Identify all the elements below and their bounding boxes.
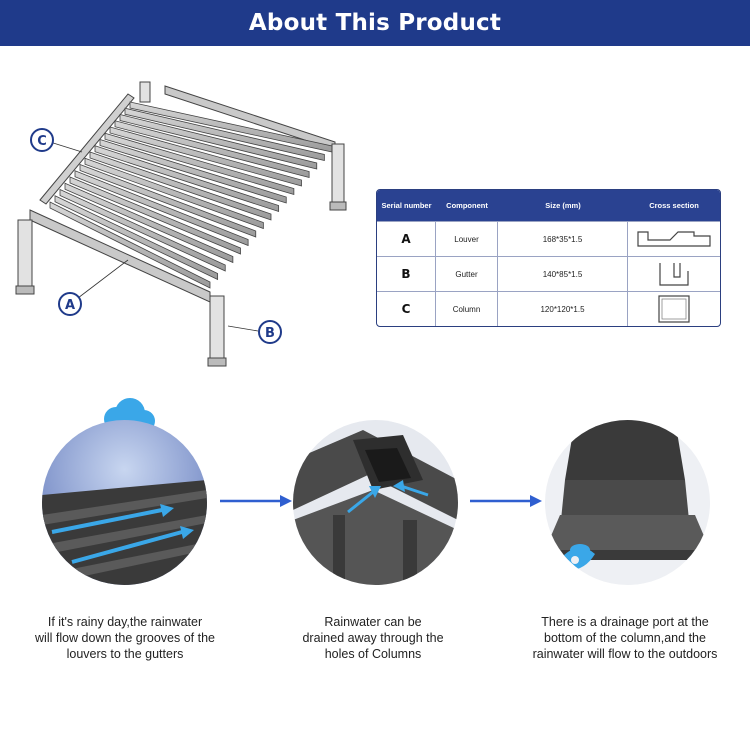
size-column: 120*120*1.5: [498, 292, 628, 326]
louver-profile-icon: [637, 231, 711, 247]
callout-b: [258, 320, 282, 344]
step-2-caption-line: Rainwater can be: [324, 615, 422, 629]
louver-slat: [79, 163, 257, 238]
louver-slat: [74, 170, 249, 247]
page-title: About This Product: [248, 10, 502, 36]
column-front-right: [209, 295, 225, 361]
cross-section-gutter: [628, 257, 720, 291]
table-row: B Gutter 140*85*1.5: [377, 256, 720, 291]
callout-c-label: C: [37, 134, 47, 149]
spec-table: Serial number Component Size (mm) Cross …: [376, 189, 721, 327]
pergola-diagram-svg: C A B: [15, 81, 347, 367]
spec-table-header: Serial number Component Size (mm) Cross …: [377, 190, 720, 221]
louver-slat: [64, 182, 234, 264]
flow-arrow-2-icon: [470, 491, 542, 511]
gutter-profile-icon: [659, 263, 689, 286]
header-size: Size (mm): [545, 201, 581, 210]
column-profile-icon: [658, 295, 690, 323]
callout-a-label: A: [65, 298, 75, 313]
size-gutter: 140*85*1.5: [498, 257, 628, 291]
step-3-caption-line: There is a drainage port at the: [541, 615, 709, 629]
step-1-caption-line: will flow down the grooves of the: [35, 631, 215, 645]
serial-a: A: [401, 232, 411, 246]
louver-slat: [104, 132, 295, 196]
column-front-left: [17, 219, 33, 289]
louver-slat: [94, 145, 280, 213]
component-louver: Louver: [436, 222, 498, 256]
louver-slat: [114, 120, 310, 179]
serial-c: C: [401, 302, 411, 316]
table-row: A Louver 168*35*1.5: [377, 221, 720, 256]
serial-b: B: [401, 267, 411, 281]
step-1-caption-line: If it's rainy day,the rainwater: [47, 615, 203, 629]
louver-slat: [99, 138, 287, 204]
cross-section-louver: [628, 222, 720, 256]
step-2-column-holes-image: [293, 420, 458, 585]
header-banner: About This Product: [0, 0, 750, 46]
callout-c: [30, 128, 54, 152]
step-2-caption-line: drained away through the: [302, 631, 444, 645]
flow-arrow-1-icon: [220, 491, 292, 511]
header-component: Component: [446, 201, 488, 210]
louver-slat: [109, 126, 302, 187]
step-1-caption-line: louvers to the gutters: [66, 647, 184, 661]
size-louver: 168*35*1.5: [498, 222, 628, 256]
step-3-caption-line: rainwater will flow to the outdoors: [532, 647, 718, 661]
louver-slat: [69, 176, 241, 255]
side-beam-c: [39, 93, 135, 205]
callout-b-label: B: [265, 326, 275, 341]
louver-slat: [59, 188, 226, 272]
header-cross-section: Cross section: [649, 201, 699, 210]
column-rear-right: [331, 143, 345, 205]
header-serial-number: Serial number: [381, 201, 432, 210]
step-2-caption: Rainwater can be drained away through th…: [258, 614, 488, 662]
component-gutter: Gutter: [436, 257, 498, 291]
step-3-drainage-port-image: [545, 420, 710, 585]
louver-slat: [54, 195, 219, 281]
step-1-caption: If it's rainy day,the rainwater will flo…: [10, 614, 240, 662]
cross-section-column: [628, 292, 720, 326]
louver-slat: [124, 107, 325, 162]
louver-group: [49, 101, 333, 289]
table-row: C Column 120*120*1.5: [377, 291, 720, 326]
louver-slat: [84, 157, 264, 230]
step-3-caption: There is a drainage port at the bottom o…: [510, 614, 740, 662]
component-column: Column: [436, 292, 498, 326]
pergola-exploded-diagram: C A B: [10, 70, 360, 390]
louver-slat: [49, 201, 211, 289]
column-rear-left: [139, 81, 151, 103]
step-1-louver-grooves-image: [42, 420, 207, 585]
step-3-caption-line: bottom of the column,and the: [544, 631, 706, 645]
step-2-caption-line: holes of Columns: [324, 647, 422, 661]
callout-a: [58, 292, 82, 316]
louver-slat: [89, 151, 272, 221]
louver-slat: [119, 113, 318, 170]
